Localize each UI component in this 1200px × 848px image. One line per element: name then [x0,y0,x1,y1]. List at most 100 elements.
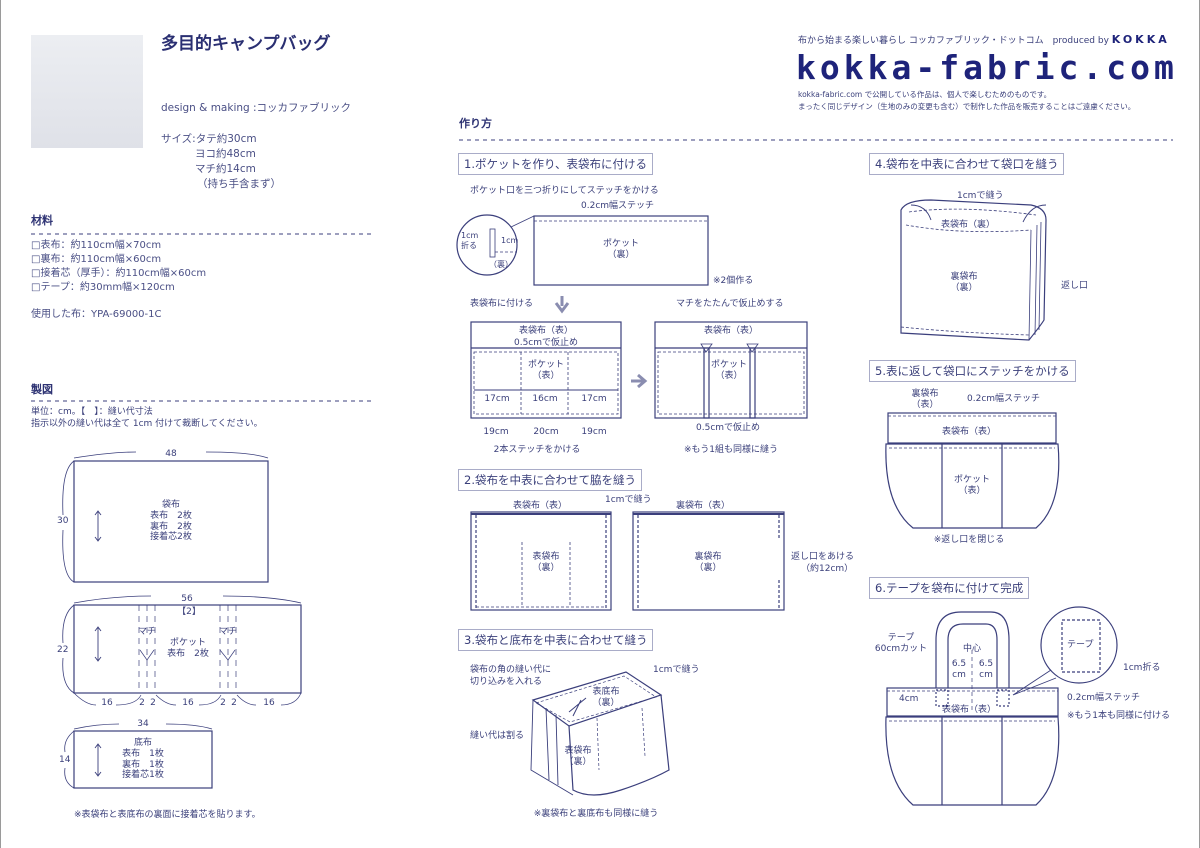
size-width: ヨコ約48cm [195,148,256,160]
step1-drawing [456,214,808,419]
label-line: （表） [958,485,986,496]
label-line: （表） [911,399,939,410]
step2-drawing [470,511,785,611]
label-line: 60cmカット [874,643,928,654]
dim: 16 [263,698,275,708]
label-line: （裏） [950,282,978,293]
label-line: cm [979,669,993,680]
width: 19cm [483,427,509,437]
step5-drawing [885,412,1060,529]
step6-drawing [885,606,1118,806]
label-line: （裏） [592,697,620,708]
label-line: 接着芯2枚 [150,532,192,543]
back-label: （裏） [489,260,513,269]
gusset-label: マチ [137,627,157,637]
label-line: 裏袋布 [911,389,939,399]
baste-label: 0.5cmで仮止め [696,423,761,433]
two-stitch: 2本ステッチをかける [493,445,581,455]
base-piece-label: 底布表布 1枚裏布 1枚接着芯1枚 [122,738,164,781]
howto-heading: 作り方 [459,117,492,130]
dim: 2 [150,698,156,708]
size-gusset: マチ約14cm [195,163,256,175]
width: 16cm [532,394,558,404]
label-line: 底布 [133,738,153,748]
material-item: □表布：約110cm幅×70cm [31,240,162,251]
fold-label: 1cm [501,236,519,245]
bag-width: 48 [165,449,177,459]
center-label: 中心 [962,644,982,654]
label-line: 6.5 [978,659,994,669]
opening-label: 返し口をあける [791,552,855,562]
outer-label: 表袋布（表） [703,326,759,336]
base-label: 表底布（裏） [592,687,619,709]
lining-label: 裏袋布（表） [911,389,938,411]
width: 17cm [484,394,510,404]
bag-height: 30 [57,516,69,526]
label-line: ポケット [169,638,207,648]
gusset-fold-label: マチをたたんで仮止めする [676,299,784,309]
gusset-label: マチ [218,627,238,637]
baste-label: 0.5cmで仮止め [513,338,579,348]
make-two: ※2個作る [713,276,754,286]
repeat-note: ※裏袋布と裏底布も同様に縫う [533,809,659,819]
step3-title: 3.袋布と底布を中表に合わせて縫う [458,629,654,651]
material-item: □接着芯（厚手）：約110cm幅×60cm [31,268,207,279]
pocket-front-label: ポケット（表） [528,360,564,382]
tagline: 布から始まる楽しい暮らし コッカファブリック・ドットコム produced by… [798,33,1170,47]
label-line: （表） [715,370,743,381]
step5-title: 5.表に返して袋口にステッチをかける [869,360,1076,382]
sew-label: 1cmで縫う [605,495,652,505]
label-line: cm [952,669,966,680]
tape-zoom-label: テープ [1067,640,1094,650]
size-note: （持ち手含まず） [197,178,281,190]
pocket-seam: 【2】 [177,607,201,617]
fold-note: ポケット口を三つ折りにしてステッチをかける [470,186,659,196]
step2-title: 2.袋布を中表に合わせて脇を縫う [458,469,642,491]
pocket-height: 22 [57,645,69,655]
fold-label: 1cm折る [1123,663,1161,673]
label-line: 裏袋布 [950,272,978,282]
pocket-piece-label: ポケット表布 2枚 [167,638,209,660]
repeat-note: ※もう1組も同様に縫う [684,445,778,455]
outer-label: 表袋布（表） [941,427,997,437]
outer-front-label: 表袋布（表） [513,501,568,511]
pattern-pieces [62,451,302,789]
press-note: 縫い代は割る [470,731,525,741]
label-line: 表布 2枚 [150,510,192,521]
site-logo: kokka-fabric.com [796,48,1178,87]
label-line: ポケット [602,239,640,249]
label-line: 表袋布 [564,746,592,756]
size-height: サイズ:タテ約30cm [161,133,257,145]
outer-label: 表袋布（裏） [940,220,996,230]
dim: 16 [101,698,113,708]
lining-back-label: 裏袋布（裏） [694,552,721,574]
fabric-used: 使用した布：YPA-69000-1C [31,309,162,320]
label-line: ポケット [953,475,991,485]
dim: 2 [220,698,226,708]
label-line: 裏布 1枚 [122,759,164,770]
label-line: （表） [532,370,560,381]
opening-size: （約12cm） [801,564,854,574]
label-line: 接着芯1枚 [122,770,164,781]
close-note: ※返し口を閉じる [933,535,1005,545]
label-line: ポケット [527,360,565,370]
step3-drawing [530,671,670,796]
step4-title: 4.袋布を中表に合わせて袋口を縫う [869,153,1065,175]
fold-label: 折る [461,241,477,250]
outer-label: 表袋布（表） [518,326,574,336]
dim: 2 [139,698,145,708]
material-item: □裏布：約110cm幅×60cm [31,254,162,265]
clip-note-2: 切り込みを入れる [470,677,543,687]
label-line: ポケット [710,360,748,370]
sew-label: 1cmで縫う [653,665,700,675]
bag-piece-label: 袋布表布 2枚裏布 2枚接着芯2枚 [150,500,192,543]
materials-heading: 材料 [31,214,53,227]
label-line: 表布 1枚 [122,748,164,759]
opening-label: 返し口 [1061,281,1089,291]
outer-label: 表袋布（表） [941,705,997,715]
dim: 2 [231,698,237,708]
